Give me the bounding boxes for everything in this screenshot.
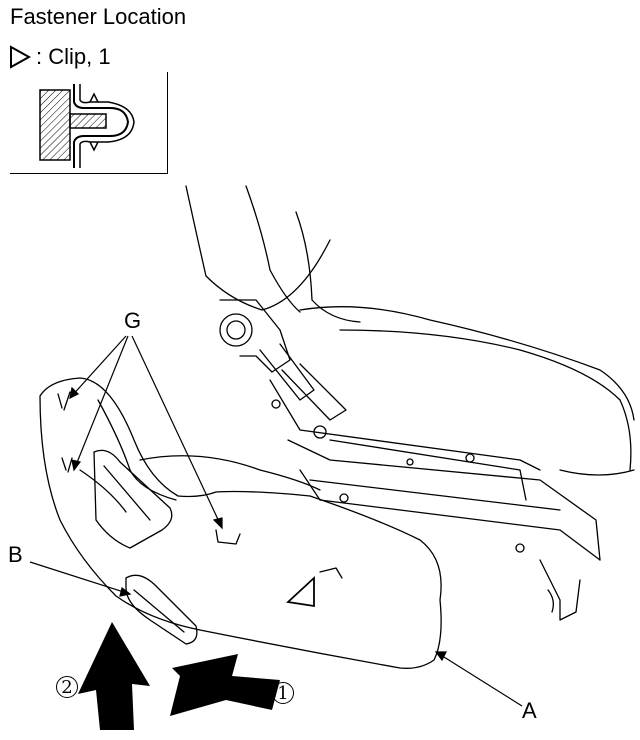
callout-b: B (8, 542, 23, 567)
callout-a: A (522, 698, 537, 723)
clip-legend-text: : Clip, 1 (36, 44, 111, 69)
triangle-clip-icon (10, 45, 32, 69)
clip-legend: : Clip, 1 (8, 44, 111, 70)
clip-location-triangle (286, 575, 315, 608)
figure-title: Fastener Location (10, 4, 187, 29)
step-1-marker: 1 (272, 682, 294, 704)
callout-g: G (124, 308, 142, 333)
clip-detail-inset (10, 72, 168, 174)
step-2-marker: 2 (56, 676, 78, 698)
arrow-1-left (170, 654, 280, 716)
arrow-2-up (78, 622, 150, 730)
